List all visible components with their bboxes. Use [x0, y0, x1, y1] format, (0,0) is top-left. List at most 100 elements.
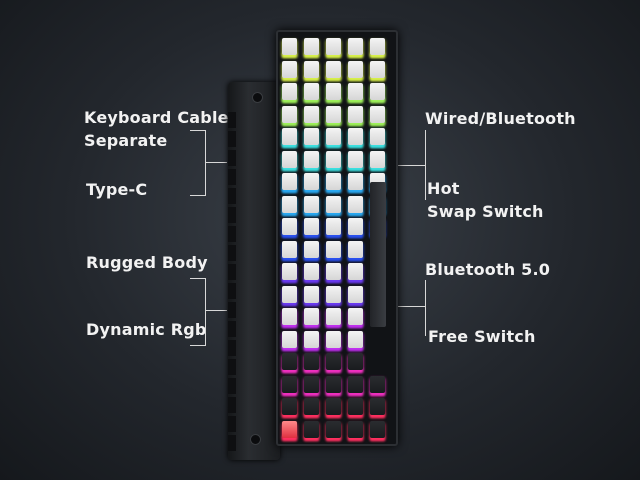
key-rgb-glow — [348, 75, 363, 81]
keyboard-body — [276, 30, 398, 446]
keycap — [348, 420, 363, 438]
key-rgb-glow — [304, 323, 319, 328]
keycap — [304, 218, 319, 235]
key-rgb-glow — [282, 233, 297, 238]
keycap — [282, 308, 297, 325]
keycap — [326, 195, 341, 213]
key-rgb-glow — [370, 120, 385, 126]
keycap — [282, 240, 297, 258]
keycap — [348, 150, 363, 168]
key-rgb-glow — [370, 413, 385, 418]
case-rib — [228, 188, 236, 204]
case-rib — [228, 302, 236, 318]
key-rgb-glow — [370, 75, 385, 81]
keycap — [326, 150, 341, 168]
keycap — [370, 398, 385, 415]
key-rgb-glow — [326, 255, 341, 261]
case-rib — [228, 416, 236, 432]
keycap — [304, 240, 319, 258]
label-type-c: Type-C — [86, 180, 148, 199]
keycap — [326, 218, 341, 235]
key-rgb-glow — [348, 300, 363, 306]
label-bluetooth-5: Bluetooth 5.0 — [425, 260, 551, 279]
keycap — [370, 128, 385, 145]
key-rgb-glow — [348, 143, 363, 148]
label-line: Keyboard Cable — [84, 108, 229, 127]
key-rgb-glow — [304, 255, 319, 261]
key-rgb-glow — [282, 210, 297, 216]
keycap — [304, 173, 319, 190]
keycap — [326, 240, 341, 258]
keycap — [282, 330, 297, 348]
label-dynamic-rgb: Dynamic Rgb — [86, 320, 207, 339]
key-rgb-glow — [348, 368, 363, 373]
key-rgb-glow — [326, 165, 341, 171]
keycap — [326, 330, 341, 348]
label-line: Hot — [427, 179, 460, 198]
key-rgb-glow — [348, 120, 363, 126]
case-rib — [228, 169, 236, 185]
case-rib — [228, 340, 236, 356]
keycap — [282, 398, 297, 415]
key-rgb-glow — [282, 120, 297, 126]
key-rgb-glow — [348, 435, 363, 441]
keycap — [370, 420, 385, 438]
key-rgb-glow — [326, 413, 341, 418]
keycap — [282, 420, 297, 438]
keycap — [326, 105, 341, 123]
key-rgb-glow — [326, 210, 341, 216]
keycap — [348, 263, 363, 280]
key-rgb-glow — [304, 143, 319, 148]
key-rgb-glow — [304, 390, 319, 396]
key-rgb-glow — [304, 188, 319, 193]
key-rgb-glow — [326, 53, 341, 58]
keycap — [304, 60, 319, 78]
key-rgb-glow — [326, 323, 341, 328]
keycap — [370, 83, 385, 100]
key-rgb-glow — [282, 368, 297, 373]
key-rgb-glow — [370, 98, 385, 103]
case-rib — [228, 112, 236, 128]
screw-icon — [250, 434, 261, 445]
case-rib — [228, 359, 236, 375]
key-rgb-glow — [326, 143, 341, 148]
keycap — [304, 398, 319, 415]
key-rgb-glow — [304, 413, 319, 418]
key-rgb-glow — [348, 345, 363, 351]
key-rgb-glow — [282, 390, 297, 396]
key-rgb-glow — [304, 98, 319, 103]
keycap — [326, 420, 341, 438]
key-rgb-glow — [282, 323, 297, 328]
case-rib — [228, 378, 236, 394]
keycap — [326, 308, 341, 325]
key-rgb-glow — [282, 53, 297, 58]
keycap — [304, 105, 319, 123]
case-rib — [228, 283, 236, 299]
keycap — [348, 240, 363, 258]
key-rgb-glow — [348, 323, 363, 328]
keycap — [348, 353, 363, 370]
keycap — [326, 173, 341, 190]
keycap — [282, 128, 297, 145]
keycap — [304, 128, 319, 145]
case-rib — [228, 264, 236, 280]
key-rgb-glow — [326, 98, 341, 103]
keycap — [304, 420, 319, 438]
keycap — [326, 263, 341, 280]
key-rgb-glow — [304, 75, 319, 81]
label-line: Swap Switch — [427, 202, 544, 221]
label-free-switch: Free Switch — [428, 327, 536, 346]
keycap — [326, 60, 341, 78]
key-rgb-glow — [304, 53, 319, 58]
keycap — [348, 83, 363, 100]
key-rgb-glow — [326, 300, 341, 306]
keycap — [348, 173, 363, 190]
key-rgb-glow — [326, 435, 341, 441]
key-rgb-glow — [282, 278, 297, 283]
keycap — [304, 308, 319, 325]
screw-icon — [252, 92, 263, 103]
keycap — [370, 38, 385, 55]
key-rgb-glow — [304, 368, 319, 373]
key-rgb-glow — [282, 300, 297, 306]
key-rgb-glow — [348, 165, 363, 171]
